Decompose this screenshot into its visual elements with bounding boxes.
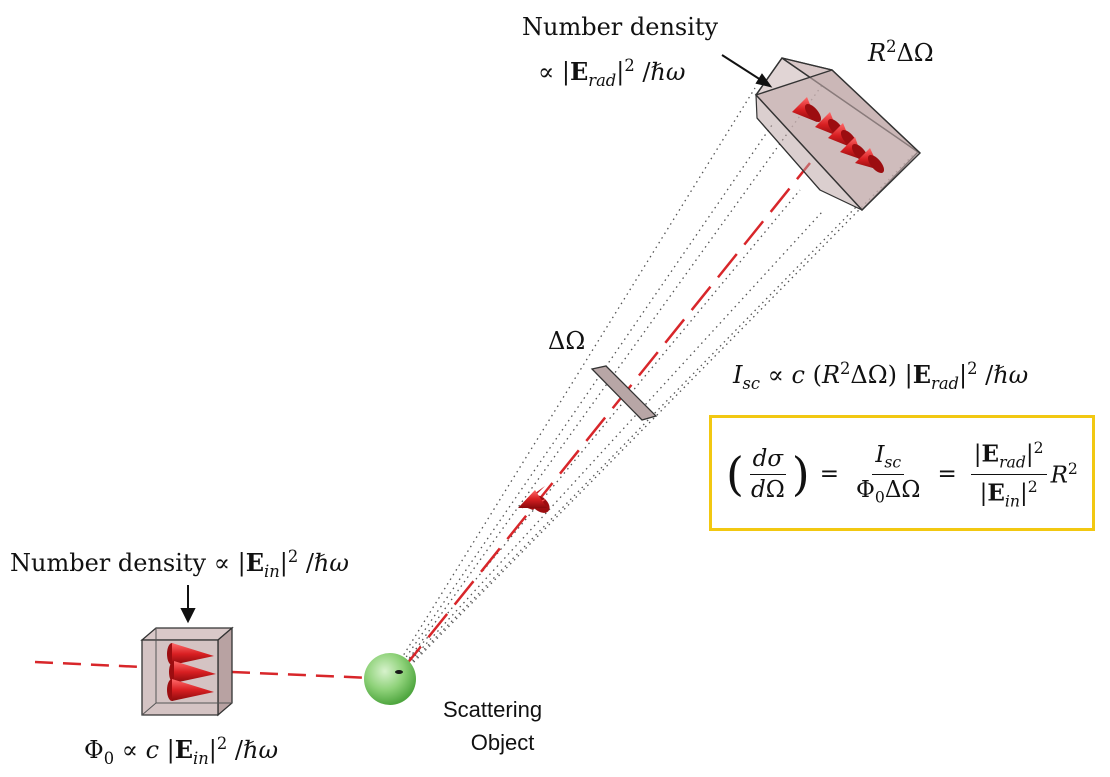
- r2-delta-omega-label: R2ΔΩ: [868, 37, 934, 67]
- number-density-detector-text: Number density: [522, 13, 719, 41]
- scattering-object-label: Scattering Object: [443, 693, 542, 759]
- scattered-intensity-relation: Isc ∝ c (R2ΔΩ) |Erad|2 /ℏω: [733, 359, 1029, 393]
- scattering-object-line1: Scattering: [443, 697, 543, 722]
- scattering-object-line2: Object: [470, 730, 535, 755]
- delta-omega-label: ΔΩ: [548, 327, 586, 355]
- number-density-incident-label: Number density ∝ |Ein|2 /ℏω: [10, 547, 349, 581]
- scattering-object-sphere: [364, 653, 416, 705]
- scattered-beam: [401, 162, 811, 671]
- arrow-to-incident-cube: [180, 585, 196, 624]
- ray-bundle: [397, 69, 916, 671]
- photon-cone: [792, 97, 822, 123]
- photon-cone: [167, 679, 214, 701]
- arrow-to-detector: [721, 54, 773, 88]
- number-density-detector-label: Number density: [522, 13, 719, 42]
- photon-cone: [167, 643, 214, 665]
- number-density-detector-proportionality: ∝ |Erad|2 /ℏω: [538, 56, 686, 90]
- incident-flux-relation: Φ0 ∝ c |Ein|2 /ℏω: [84, 734, 279, 768]
- detector-photon-cones: [792, 97, 885, 174]
- photon-cone: [855, 148, 885, 174]
- incident-photon-cube: [140, 626, 234, 717]
- solid-angle-plate: [590, 365, 658, 421]
- incident-photon-cones: [167, 643, 216, 701]
- scattered-photon-cone: [518, 486, 550, 513]
- photon-cone: [169, 661, 216, 683]
- incident-beam: [34, 660, 396, 681]
